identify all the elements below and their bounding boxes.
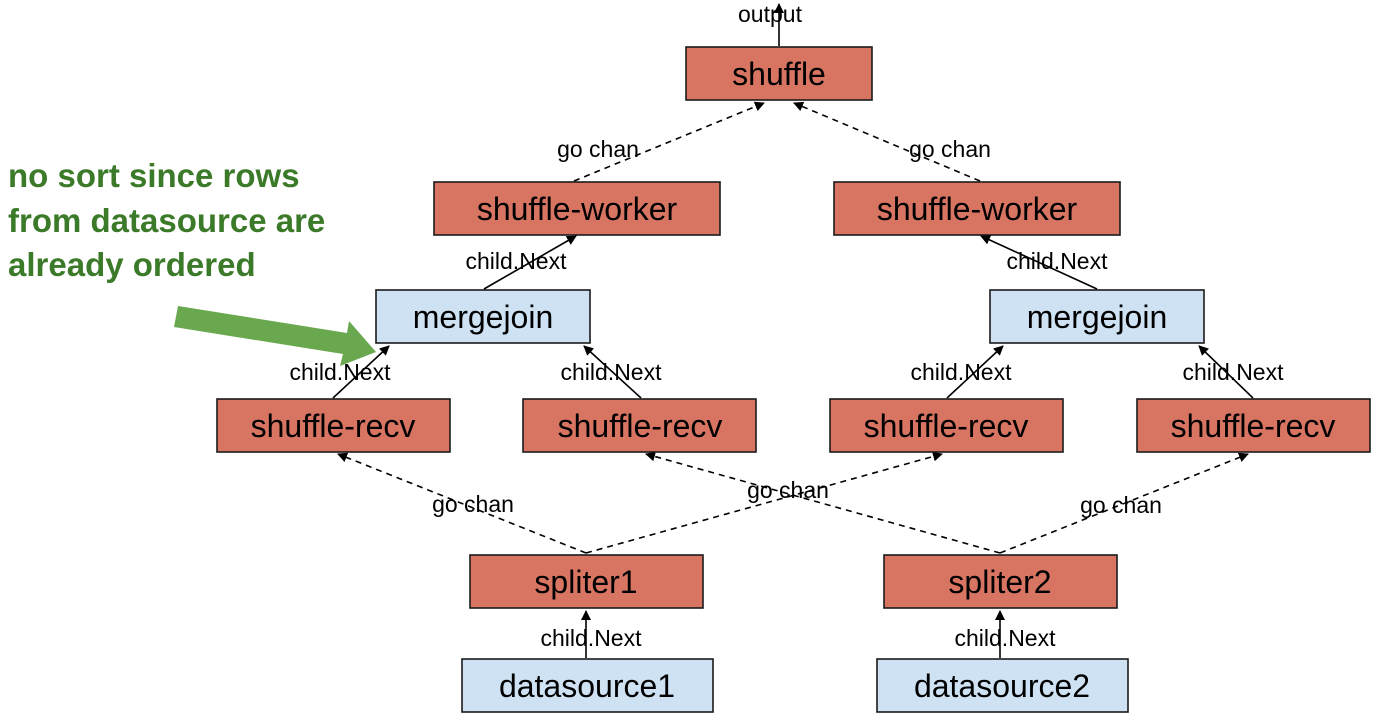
edge-recv4-line	[1198, 345, 1254, 399]
edge-child-next-spliter2-label: child.Next	[955, 625, 1057, 651]
edge-goch-top-right-label: go chan	[909, 136, 991, 162]
node-datasource2-label: datasource2	[914, 668, 1090, 704]
edge-s2-recv2-line	[645, 451, 1001, 554]
node-shuffle-worker-right: shuffle-worker	[833, 181, 1121, 236]
node-shuffle-worker-right-label: shuffle-worker	[877, 191, 1078, 227]
edge-mergejoin-left-line	[483, 235, 577, 290]
edge-recv2-line	[583, 345, 642, 399]
node-datasource1-box	[461, 658, 714, 713]
edge-recv1-line	[332, 345, 390, 399]
node-shuffle-worker-left-label: shuffle-worker	[477, 191, 678, 227]
node-shuffle-recv-1-box	[216, 398, 451, 453]
note-line-2: from datasource are	[8, 202, 325, 239]
node-shuffle-worker-right-box	[833, 181, 1121, 236]
edge-goch-bottom-middle-label: go chan	[747, 477, 829, 503]
edge-child-next-right-worker-label: child.Next	[1007, 248, 1109, 274]
edge-s1-recv1-line	[337, 452, 587, 554]
edge-labels: output go chan go chan child.Next child.…	[290, 1, 1285, 651]
edge-mergejoin-right-line	[980, 235, 1098, 290]
node-shuffle-box	[685, 46, 873, 101]
note-line-3: already ordered	[8, 246, 256, 283]
edge-goch-bottom-left-label: go chan	[432, 491, 514, 517]
node-shuffle-recv-3: shuffle-recv	[829, 398, 1064, 453]
edge-lines	[332, 3, 1254, 658]
edge-goch-right-worker-line	[793, 101, 981, 182]
node-mergejoin-right: mergejoin	[989, 289, 1205, 344]
edge-child-next-recv2-label: child.Next	[561, 359, 663, 385]
edge-output-label: output	[738, 1, 803, 27]
node-datasource1: datasource1	[461, 658, 714, 713]
node-shuffle-recv-2-box	[522, 398, 757, 453]
node-shuffle-recv-3-label: shuffle-recv	[864, 408, 1029, 444]
node-mergejoin-left-label: mergejoin	[413, 299, 554, 335]
edge-goch-top-left-label: go chan	[557, 136, 639, 162]
node-shuffle-recv-4: shuffle-recv	[1136, 398, 1371, 453]
node-datasource2-box	[876, 658, 1129, 713]
edge-child-next-spliter1-label: child.Next	[541, 625, 643, 651]
node-shuffle-recv-2-label: shuffle-recv	[558, 408, 723, 444]
node-shuffle-recv-3-box	[829, 398, 1064, 453]
node-mergejoin-left-box	[375, 289, 591, 344]
node-datasource1-label: datasource1	[499, 668, 675, 704]
node-spliter1-box	[469, 554, 704, 609]
nodes: shuffle shuffle-worker shuffle-worker me…	[216, 46, 1371, 713]
node-shuffle-worker-left: shuffle-worker	[433, 181, 721, 236]
node-shuffle: shuffle	[685, 46, 873, 101]
node-shuffle-recv-1: shuffle-recv	[216, 398, 451, 453]
annotation-arrow-icon	[174, 306, 376, 366]
node-spliter2-box	[883, 554, 1118, 609]
edge-recv3-line	[946, 345, 1004, 399]
node-spliter2-label: spliter2	[948, 564, 1051, 600]
node-mergejoin-left: mergejoin	[375, 289, 591, 344]
node-spliter1-label: spliter1	[534, 564, 637, 600]
node-shuffle-recv-2: shuffle-recv	[522, 398, 757, 453]
node-shuffle-recv-4-label: shuffle-recv	[1171, 408, 1336, 444]
edge-child-next-left-worker-label: child.Next	[466, 248, 568, 274]
edge-goch-left-worker-line	[573, 101, 765, 182]
node-mergejoin-right-label: mergejoin	[1027, 299, 1168, 335]
node-spliter2: spliter2	[883, 554, 1118, 609]
node-spliter1: spliter1	[469, 554, 704, 609]
edge-child-next-recv4-label: child.Next	[1183, 359, 1285, 385]
node-shuffle-recv-4-box	[1136, 398, 1371, 453]
edge-child-next-recv1-label: child.Next	[290, 359, 392, 385]
node-shuffle-label: shuffle	[732, 56, 826, 92]
node-shuffle-recv-1-label: shuffle-recv	[251, 408, 416, 444]
edge-goch-bottom-right-label: go chan	[1080, 492, 1162, 518]
edge-s2-recv4-line	[999, 452, 1249, 554]
node-datasource2: datasource2	[876, 658, 1129, 713]
note-line-1: no sort since rows	[8, 157, 300, 194]
node-mergejoin-right-box	[989, 289, 1205, 344]
annotation-note: no sort since rows from datasource are a…	[8, 157, 376, 366]
edge-s1-recv3-line	[585, 451, 943, 554]
edge-child-next-recv3-label: child.Next	[911, 359, 1013, 385]
node-shuffle-worker-left-box	[433, 181, 721, 236]
